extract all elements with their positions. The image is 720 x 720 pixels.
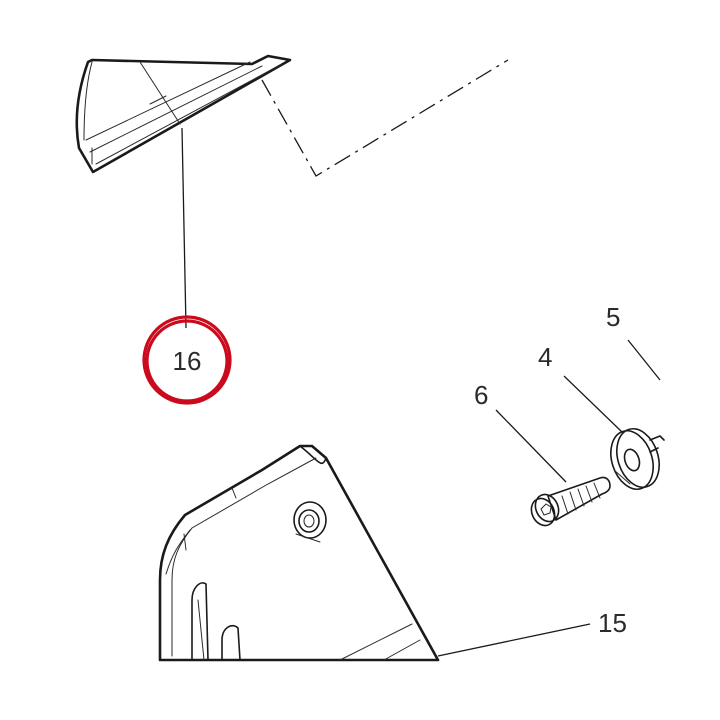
- part-15-housing: [158, 444, 440, 662]
- callout-label-16: 16: [173, 346, 202, 376]
- callout-label-6: 6: [474, 380, 488, 410]
- callout-16: 16: [142, 315, 232, 405]
- part-16-housing: [75, 54, 292, 174]
- part-6-screw: [530, 476, 611, 527]
- leader-line-4: [563, 375, 623, 433]
- highlight-ring: [142, 315, 232, 405]
- leader-line-16: [181, 127, 187, 329]
- leader-line-15: [437, 623, 591, 657]
- assembly-axis-line: [261, 59, 509, 177]
- leader-line-5: [627, 339, 661, 381]
- highlight-ring-inner: [145, 319, 229, 403]
- callout-label-4: 4: [538, 342, 552, 372]
- leader-line-6: [495, 409, 567, 483]
- part-4-washer: [610, 428, 660, 490]
- callout-label-5: 5: [606, 302, 620, 332]
- callout-label-15: 15: [598, 608, 627, 638]
- part-5-component: [649, 435, 665, 453]
